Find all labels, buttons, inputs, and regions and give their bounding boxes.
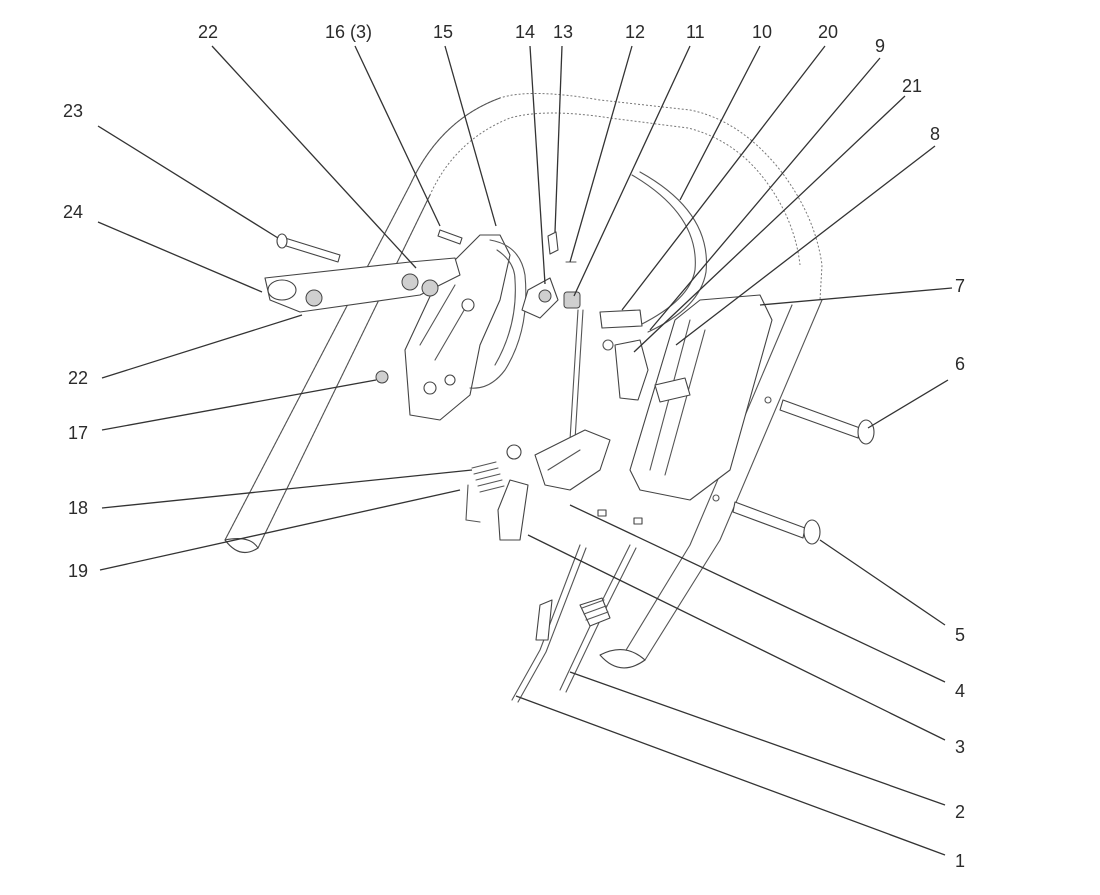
leader-6 (867, 379, 949, 429)
callout-10: 10 (752, 22, 772, 42)
leader-10 (679, 45, 761, 201)
bolt-6 (764, 396, 875, 445)
leader-4 (569, 504, 946, 683)
callout-22-top: 22 (198, 22, 218, 42)
leader-5 (819, 539, 946, 626)
callout-4: 4 (955, 681, 965, 701)
callout-7: 7 (955, 276, 965, 296)
left-linkage (264, 229, 463, 384)
callout-21: 21 (902, 76, 922, 96)
leader-12 (569, 45, 633, 263)
callout-13: 13 (553, 22, 573, 42)
leader-17 (101, 379, 377, 431)
leader-20 (621, 45, 826, 311)
leader-lines (97, 45, 953, 856)
callout-2: 2 (955, 802, 965, 822)
callout-labels: 22 16 (3) 15 14 13 12 11 10 20 9 21 8 23… (63, 22, 965, 871)
leader-7 (759, 287, 953, 306)
leader-18 (101, 469, 473, 509)
side-housing (629, 294, 773, 501)
callout-22-left: 22 (68, 368, 88, 388)
leader-22b (101, 314, 303, 379)
callout-18: 18 (68, 498, 88, 518)
leader-16 (354, 45, 441, 227)
leader-8 (675, 145, 936, 346)
leader-19 (99, 489, 461, 571)
callout-8: 8 (930, 124, 940, 144)
leader-11 (573, 45, 691, 297)
callout-16: 16 (3) (325, 22, 372, 42)
leader-3 (527, 534, 946, 741)
callout-19: 19 (68, 561, 88, 581)
callout-23: 23 (63, 101, 83, 121)
lower-linkage (465, 429, 611, 541)
leader-1 (515, 695, 946, 856)
callout-14: 14 (515, 22, 535, 42)
callout-15: 15 (433, 22, 453, 42)
callout-6: 6 (955, 354, 965, 374)
callout-17: 17 (68, 423, 88, 443)
callout-1: 1 (955, 851, 965, 871)
leader-9 (649, 57, 881, 331)
center-mechanism (521, 231, 649, 441)
spring (471, 461, 505, 493)
callout-11: 11 (686, 22, 705, 42)
callout-3: 3 (955, 737, 965, 757)
leader-22a (211, 45, 417, 269)
cables (511, 509, 643, 703)
callout-24: 24 (63, 202, 83, 222)
callout-9: 9 (875, 36, 885, 56)
leader-24 (97, 221, 263, 293)
leader-13 (554, 45, 563, 233)
callout-12: 12 (625, 22, 645, 42)
callout-5: 5 (955, 625, 965, 645)
leader-21 (633, 95, 906, 353)
leader-15 (444, 45, 497, 227)
bolt-5 (712, 494, 821, 545)
callout-20: 20 (818, 22, 838, 42)
leader-23 (97, 125, 279, 239)
bracket-plate (404, 234, 527, 421)
leader-2 (569, 671, 946, 806)
leader-14 (529, 45, 546, 285)
